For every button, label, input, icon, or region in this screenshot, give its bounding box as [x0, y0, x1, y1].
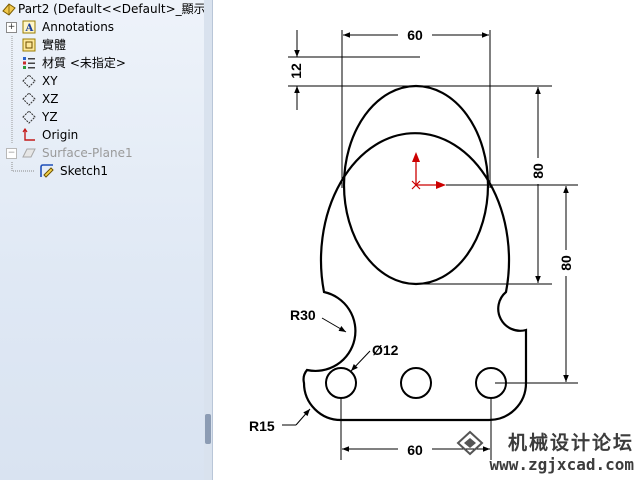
- dim-hole-diameter[interactable]: [350, 350, 371, 372]
- watermark-title: 机械设计论坛: [507, 432, 634, 454]
- solid-bodies-icon: [22, 38, 36, 52]
- dim-top-offset[interactable]: [288, 30, 552, 110]
- plane-icon: [22, 92, 36, 106]
- hole-center: [400, 367, 432, 399]
- sketch-origin: [411, 152, 446, 190]
- svg-text:A: A: [25, 23, 34, 34]
- surface-plane-icon: [22, 148, 36, 158]
- origin-icon: [22, 128, 35, 141]
- hole-left: [325, 367, 357, 399]
- part-name: Part2 (Default<<Default>_顯示:: [18, 2, 210, 16]
- dim-text[interactable]: 60: [407, 442, 423, 458]
- splitter-grip[interactable]: [205, 414, 211, 444]
- annotations-icon: A: [22, 20, 36, 34]
- sketch-canvas[interactable]: 60 12 80 80 R30: [213, 0, 640, 480]
- dim-corner-radius[interactable]: [282, 408, 311, 426]
- dim-neck-radius[interactable]: [321, 317, 347, 333]
- feature-manager-tree: Part2 (Default<<Default>_顯示: + A Annotat…: [0, 0, 210, 480]
- tree-connector: [11, 162, 34, 172]
- panel-splitter[interactable]: [204, 0, 213, 480]
- material-icon: [23, 57, 35, 69]
- plane-icon: [22, 74, 36, 88]
- expand-toggle[interactable]: +: [6, 22, 17, 33]
- dim-text[interactable]: 80: [530, 163, 546, 179]
- watermark: 机械设计论坛 www.zgjxcad.com: [456, 428, 635, 474]
- outer-profile: [302, 132, 528, 422]
- sketch-drawing: 60 12 80 80 R30: [249, 25, 578, 460]
- watermark-url: www.zgjxcad.com: [489, 455, 635, 474]
- tree-guide-line: [11, 36, 13, 144]
- dim-text[interactable]: Ø12: [372, 342, 399, 358]
- dim-text[interactable]: R15: [249, 418, 275, 434]
- dim-center-to-holes[interactable]: [446, 184, 578, 384]
- watermark-logo-icon: [456, 430, 483, 456]
- dim-text[interactable]: 12: [288, 63, 304, 79]
- plane-icon: [22, 110, 36, 124]
- sketch-icon: [40, 164, 54, 178]
- dim-text[interactable]: R30: [290, 307, 316, 323]
- dim-text[interactable]: 60: [407, 27, 423, 43]
- collapse-toggle[interactable]: −: [6, 148, 17, 159]
- part-icon: [2, 3, 16, 16]
- dim-top-width[interactable]: [341, 25, 491, 188]
- dim-text[interactable]: 80: [558, 255, 574, 271]
